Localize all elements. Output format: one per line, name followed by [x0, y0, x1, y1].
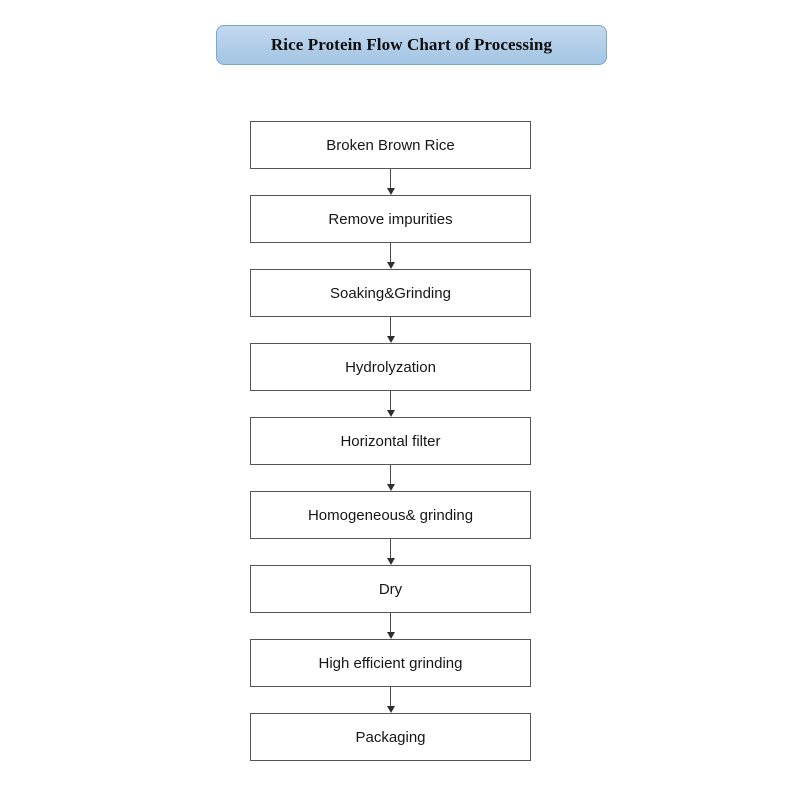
- flow-arrow-connector: [250, 687, 531, 713]
- arrow-line: [390, 169, 391, 189]
- flow-arrow-connector: [250, 317, 531, 343]
- flow-node-label: Hydrolyzation: [345, 358, 436, 376]
- flow-node[interactable]: High efficient grinding: [250, 639, 531, 687]
- arrow-down-icon: [386, 262, 395, 269]
- arrow-line: [390, 539, 391, 559]
- flow-node[interactable]: Hydrolyzation: [250, 343, 531, 391]
- arrow-down-icon: [386, 188, 395, 195]
- arrow-line: [390, 613, 391, 633]
- flow-arrow-connector: [250, 169, 531, 195]
- flow-node-label: Remove impurities: [328, 210, 453, 228]
- flow-node[interactable]: Dry: [250, 565, 531, 613]
- flow-node-label: Soaking&Grinding: [330, 284, 451, 302]
- arrow-down-icon: [386, 632, 395, 639]
- flow-node[interactable]: Remove impurities: [250, 195, 531, 243]
- flow-node-label: High efficient grinding: [318, 654, 463, 672]
- flow-arrow-connector: [250, 539, 531, 565]
- flow-arrow-connector: [250, 391, 531, 417]
- arrow-line: [390, 391, 391, 411]
- arrow-down-icon: [386, 410, 395, 417]
- flow-node-label: Homogeneous& grinding: [307, 506, 474, 524]
- flow-arrow-connector: [250, 243, 531, 269]
- flow-arrow-connector: [250, 465, 531, 491]
- flow-node-label: Broken Brown Rice: [326, 136, 455, 154]
- flow-node-label: Horizontal filter: [340, 432, 441, 450]
- arrow-line: [390, 243, 391, 263]
- chart-title-banner: Rice Protein Flow Chart of Processing: [216, 25, 607, 65]
- arrow-line: [390, 317, 391, 337]
- arrow-line: [390, 465, 391, 485]
- arrow-down-icon: [386, 558, 395, 565]
- flow-node[interactable]: Packaging: [250, 713, 531, 761]
- arrow-down-icon: [386, 484, 395, 491]
- flow-arrow-connector: [250, 613, 531, 639]
- flow-node[interactable]: Horizontal filter: [250, 417, 531, 465]
- arrow-line: [390, 687, 391, 707]
- arrow-down-icon: [386, 336, 395, 343]
- flow-node[interactable]: Soaking&Grinding: [250, 269, 531, 317]
- arrow-down-icon: [386, 706, 395, 713]
- flow-node-label: Dry: [378, 580, 403, 598]
- flow-node[interactable]: Broken Brown Rice: [250, 121, 531, 169]
- flow-node[interactable]: Homogeneous& grinding: [250, 491, 531, 539]
- flow-node-label: Packaging: [355, 728, 426, 746]
- page-title: Rice Protein Flow Chart of Processing: [270, 35, 553, 54]
